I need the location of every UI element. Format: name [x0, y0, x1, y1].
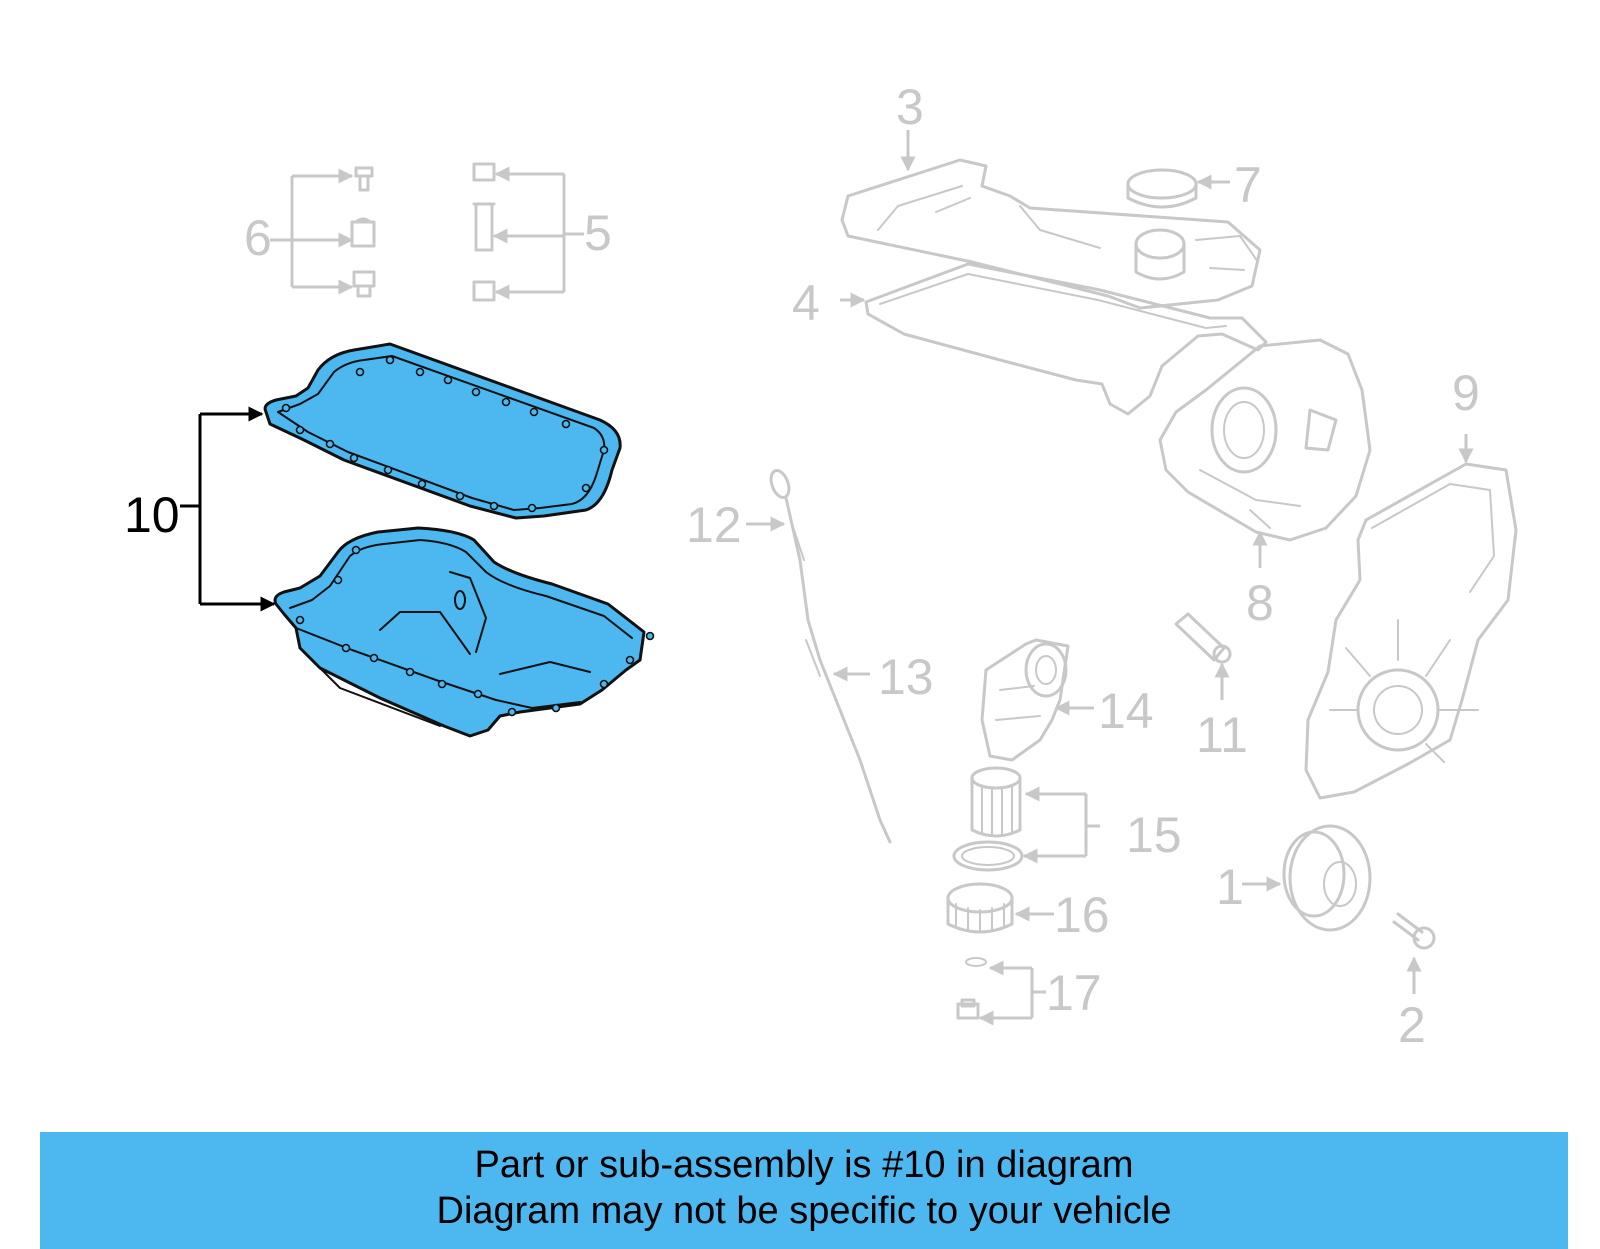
callout-16: 16 [1054, 887, 1110, 943]
part-5-grommets: 5 [472, 162, 612, 302]
part-12-13-dipstick: 12 13 [686, 469, 934, 844]
part-14-filter-housing: 14 [980, 638, 1154, 762]
callout-4: 4 [792, 275, 820, 331]
callout-17: 17 [1046, 965, 1102, 1021]
part-11-sender: 11 [1174, 612, 1248, 763]
callout-12: 12 [686, 497, 742, 553]
info-banner: Part or sub-assembly is #10 in diagram D… [40, 1132, 1568, 1249]
banner-line-2: Diagram may not be specific to your vehi… [436, 1190, 1172, 1232]
callout-5: 5 [584, 205, 612, 261]
part-2-bolt: 2 [1392, 912, 1436, 1053]
part-6-fasteners: 6 [244, 166, 376, 298]
callout-8: 8 [1246, 575, 1274, 631]
callout-1: 1 [1216, 859, 1244, 915]
callout-15: 15 [1126, 807, 1182, 863]
callout-10: 10 [124, 487, 180, 543]
part-8-timing-cover: 8 [1158, 338, 1372, 631]
callout-11: 11 [1196, 707, 1248, 763]
callout-6: 6 [244, 210, 272, 266]
callout-3: 3 [896, 79, 924, 135]
callout-9: 9 [1452, 365, 1480, 421]
callout-13: 13 [878, 649, 934, 705]
parts-diagram: 6 5 [124, 79, 1518, 1053]
banner-line-1: Part or sub-assembly is #10 in diagram [474, 1144, 1134, 1186]
part-10-oil-pan-assembly: 10 [124, 342, 655, 738]
oil-pan [273, 526, 646, 738]
callout-7: 7 [1234, 157, 1262, 213]
part-16-filter-cap: 16 [946, 882, 1110, 943]
oil-pan-gasket [263, 342, 622, 520]
callout-14: 14 [1098, 683, 1154, 739]
part-4-valve-cover-gasket: 4 [792, 262, 1268, 416]
part-1-pulley: 1 [1216, 824, 1372, 932]
part-9-lower-timing-cover: 9 [1304, 365, 1518, 800]
part-7-oil-cap: 7 [1126, 157, 1262, 213]
part-17-drain-plug: 17 [956, 957, 1102, 1026]
part-3-valve-cover: 3 [840, 79, 1262, 310]
callout-2: 2 [1398, 997, 1426, 1053]
part-15-oil-filter: 15 [952, 766, 1182, 872]
